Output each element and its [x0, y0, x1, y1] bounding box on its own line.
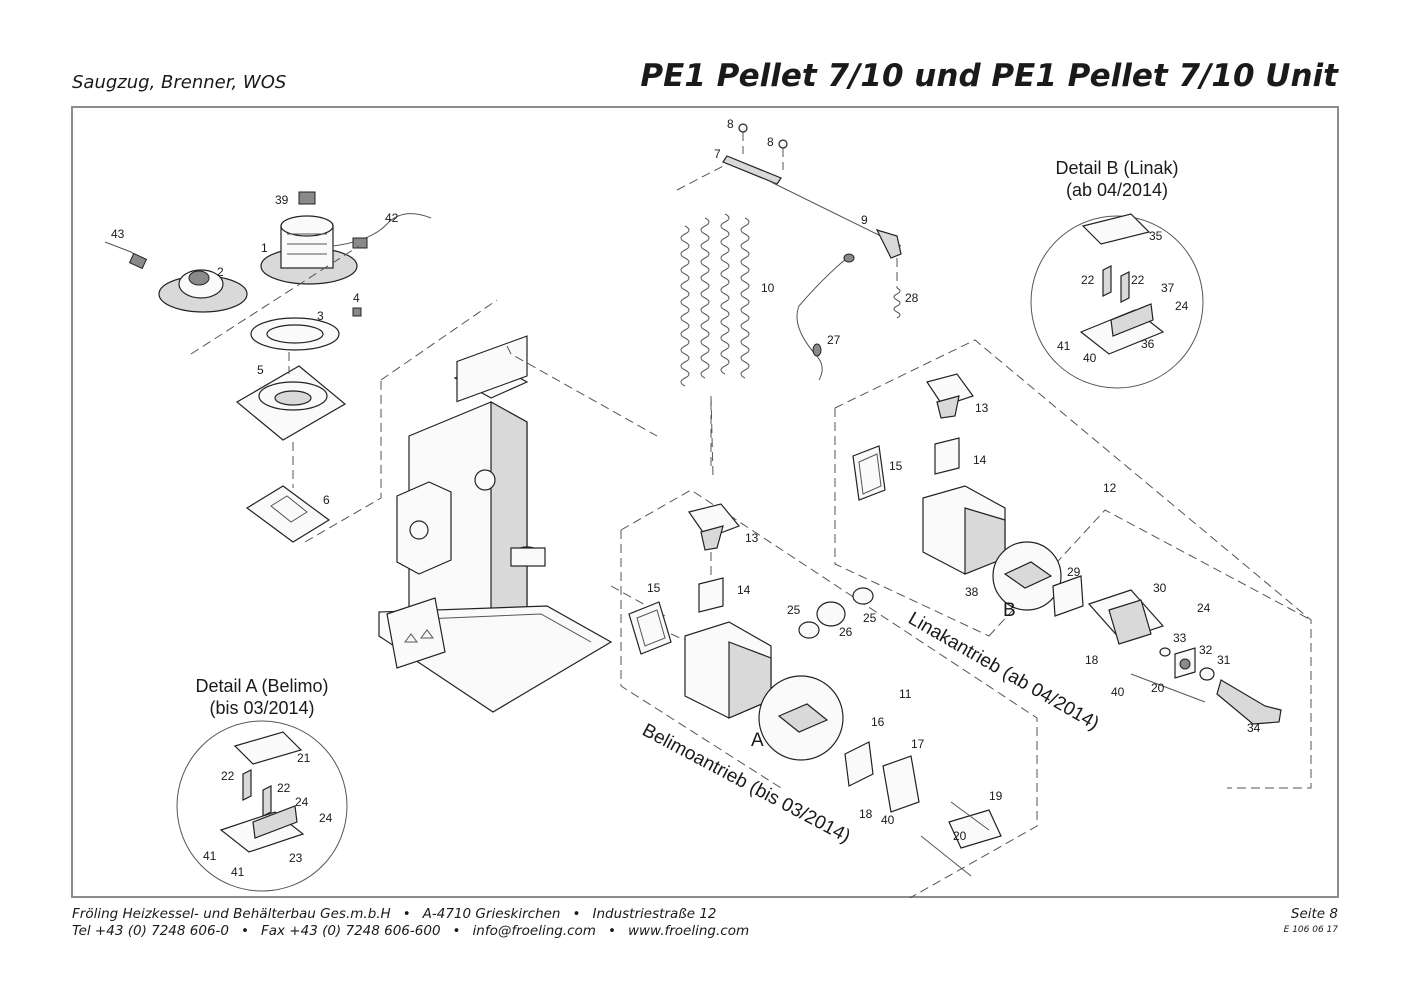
part-number: 41	[203, 849, 217, 863]
part-number: 7	[714, 147, 721, 161]
footer-separator: •	[402, 906, 411, 922]
footer-separator: •	[607, 923, 616, 939]
part-number: 31	[1217, 653, 1231, 667]
footer-email: info@froeling.com	[472, 923, 596, 939]
linak-drive-group	[834, 339, 1312, 789]
footer-separator: •	[572, 906, 581, 922]
part-number: 3	[317, 309, 324, 323]
part-number-labels: 43 2 1 39 42 3 4 5 6 8 8 7 9 10 28 27 13…	[111, 117, 1261, 879]
part-number: 14	[973, 453, 987, 467]
part-number: 40	[881, 813, 895, 827]
part-number: 40	[1083, 351, 1097, 365]
part-number: 27	[827, 333, 841, 347]
part-number: 9	[861, 213, 868, 227]
part-number: 34	[1247, 721, 1261, 735]
part-number: 19	[989, 789, 1003, 803]
part-number: 2	[217, 265, 224, 279]
footer-fax: Fax +43 (0) 7248 606-600	[260, 923, 441, 939]
document-number: E 106 06 17	[1283, 925, 1338, 935]
footer-street: Industriestraße 12	[592, 906, 717, 922]
marker-b: B	[1003, 600, 1016, 621]
part-number: 32	[1199, 643, 1213, 657]
part-number: 22	[221, 769, 235, 783]
part-number: 10	[761, 281, 775, 295]
part-number: 5	[257, 363, 264, 377]
footer-company: Fröling Heizkessel- und Behälterbau Ges.…	[72, 906, 391, 922]
part-number: 18	[859, 807, 873, 821]
part-number: 24	[1197, 601, 1211, 615]
part-number: 43	[111, 227, 125, 241]
part-number: 22	[1131, 273, 1145, 287]
detail-a-title: Detail A (Belimo)	[195, 676, 328, 696]
detail-a-date: (bis 03/2014)	[209, 698, 314, 718]
part-number: 29	[1067, 565, 1081, 579]
part-number: 21	[297, 751, 311, 765]
part-number: 16	[871, 715, 885, 729]
part-number: 8	[727, 117, 734, 131]
part-number: 11	[899, 687, 912, 701]
detail-b-circle	[1030, 213, 1204, 389]
part-number: 22	[277, 781, 291, 795]
footer-company-line: Fröling Heizkessel- und Behälterbau Ges.…	[72, 906, 717, 922]
part-number: 39	[275, 193, 289, 207]
detail-b-title: Detail B (Linak)	[1055, 158, 1178, 178]
part-number: 22	[1081, 273, 1095, 287]
marker-a: A	[751, 730, 764, 751]
linak-drive-label: Linakantrieb (ab 04/2014)	[905, 608, 1103, 734]
belimo-drive-group	[620, 489, 1038, 898]
part-number: 24	[1175, 299, 1189, 313]
footer-tel: Tel +43 (0) 7248 606-0	[72, 923, 229, 939]
part-number: 15	[647, 581, 661, 595]
part-number: 23	[289, 851, 303, 865]
part-number: 25	[863, 611, 877, 625]
part-number: 28	[905, 291, 919, 305]
part-number: 35	[1149, 229, 1163, 243]
footer-web: www.froeling.com	[627, 923, 750, 939]
part-number: 4	[353, 291, 360, 305]
part-number: 13	[745, 531, 759, 545]
part-number: 25	[787, 603, 801, 617]
part-number: 38	[965, 585, 979, 599]
part-number: 40	[1111, 685, 1125, 699]
part-number: 26	[839, 625, 853, 639]
springs-and-lever-group	[676, 123, 902, 477]
exhaust-fan-group	[104, 191, 498, 543]
part-number: 41	[231, 865, 245, 879]
page-number: Seite 8	[1290, 906, 1338, 922]
part-number: 15	[889, 459, 903, 473]
part-number: 24	[295, 795, 309, 809]
footer-city: A-4710 Grieskirchen	[422, 906, 561, 922]
part-number: 41	[1057, 339, 1071, 353]
page-title: PE1 Pellet 7/10 und PE1 Pellet 7/10 Unit	[640, 58, 1338, 94]
burner-body-group	[378, 335, 666, 713]
detail-b-date: (ab 04/2014)	[1066, 180, 1168, 200]
exploded-parts-diagram: 43 2 1 39 42 3 4 5 6 8 8 7 9 10 28 27 13…	[104, 117, 1312, 898]
part-number: 13	[975, 401, 989, 415]
part-number: 36	[1141, 337, 1155, 351]
part-number: 33	[1173, 631, 1187, 645]
footer-contact-line: Tel +43 (0) 7248 606-0 • Fax +43 (0) 7248 …	[72, 923, 749, 939]
part-number: 18	[1085, 653, 1099, 667]
part-number: 30	[1153, 581, 1167, 595]
page-subtitle: Saugzug, Brenner, WOS	[72, 72, 287, 93]
part-number: 14	[737, 583, 751, 597]
part-number: 20	[1151, 681, 1165, 695]
part-number: 1	[261, 241, 268, 255]
diagram-frame	[71, 106, 1339, 898]
part-number: 6	[323, 493, 330, 507]
detail-a-circle	[176, 720, 348, 892]
footer-separator: •	[452, 923, 461, 939]
footer-separator: •	[241, 923, 249, 939]
part-number: 37	[1161, 281, 1175, 295]
part-number: 20	[953, 829, 967, 843]
part-number: 8	[767, 135, 774, 149]
part-number: 42	[385, 211, 399, 225]
part-number: 17	[911, 737, 925, 751]
part-number: 24	[319, 811, 333, 825]
part-number: 12	[1103, 481, 1117, 495]
